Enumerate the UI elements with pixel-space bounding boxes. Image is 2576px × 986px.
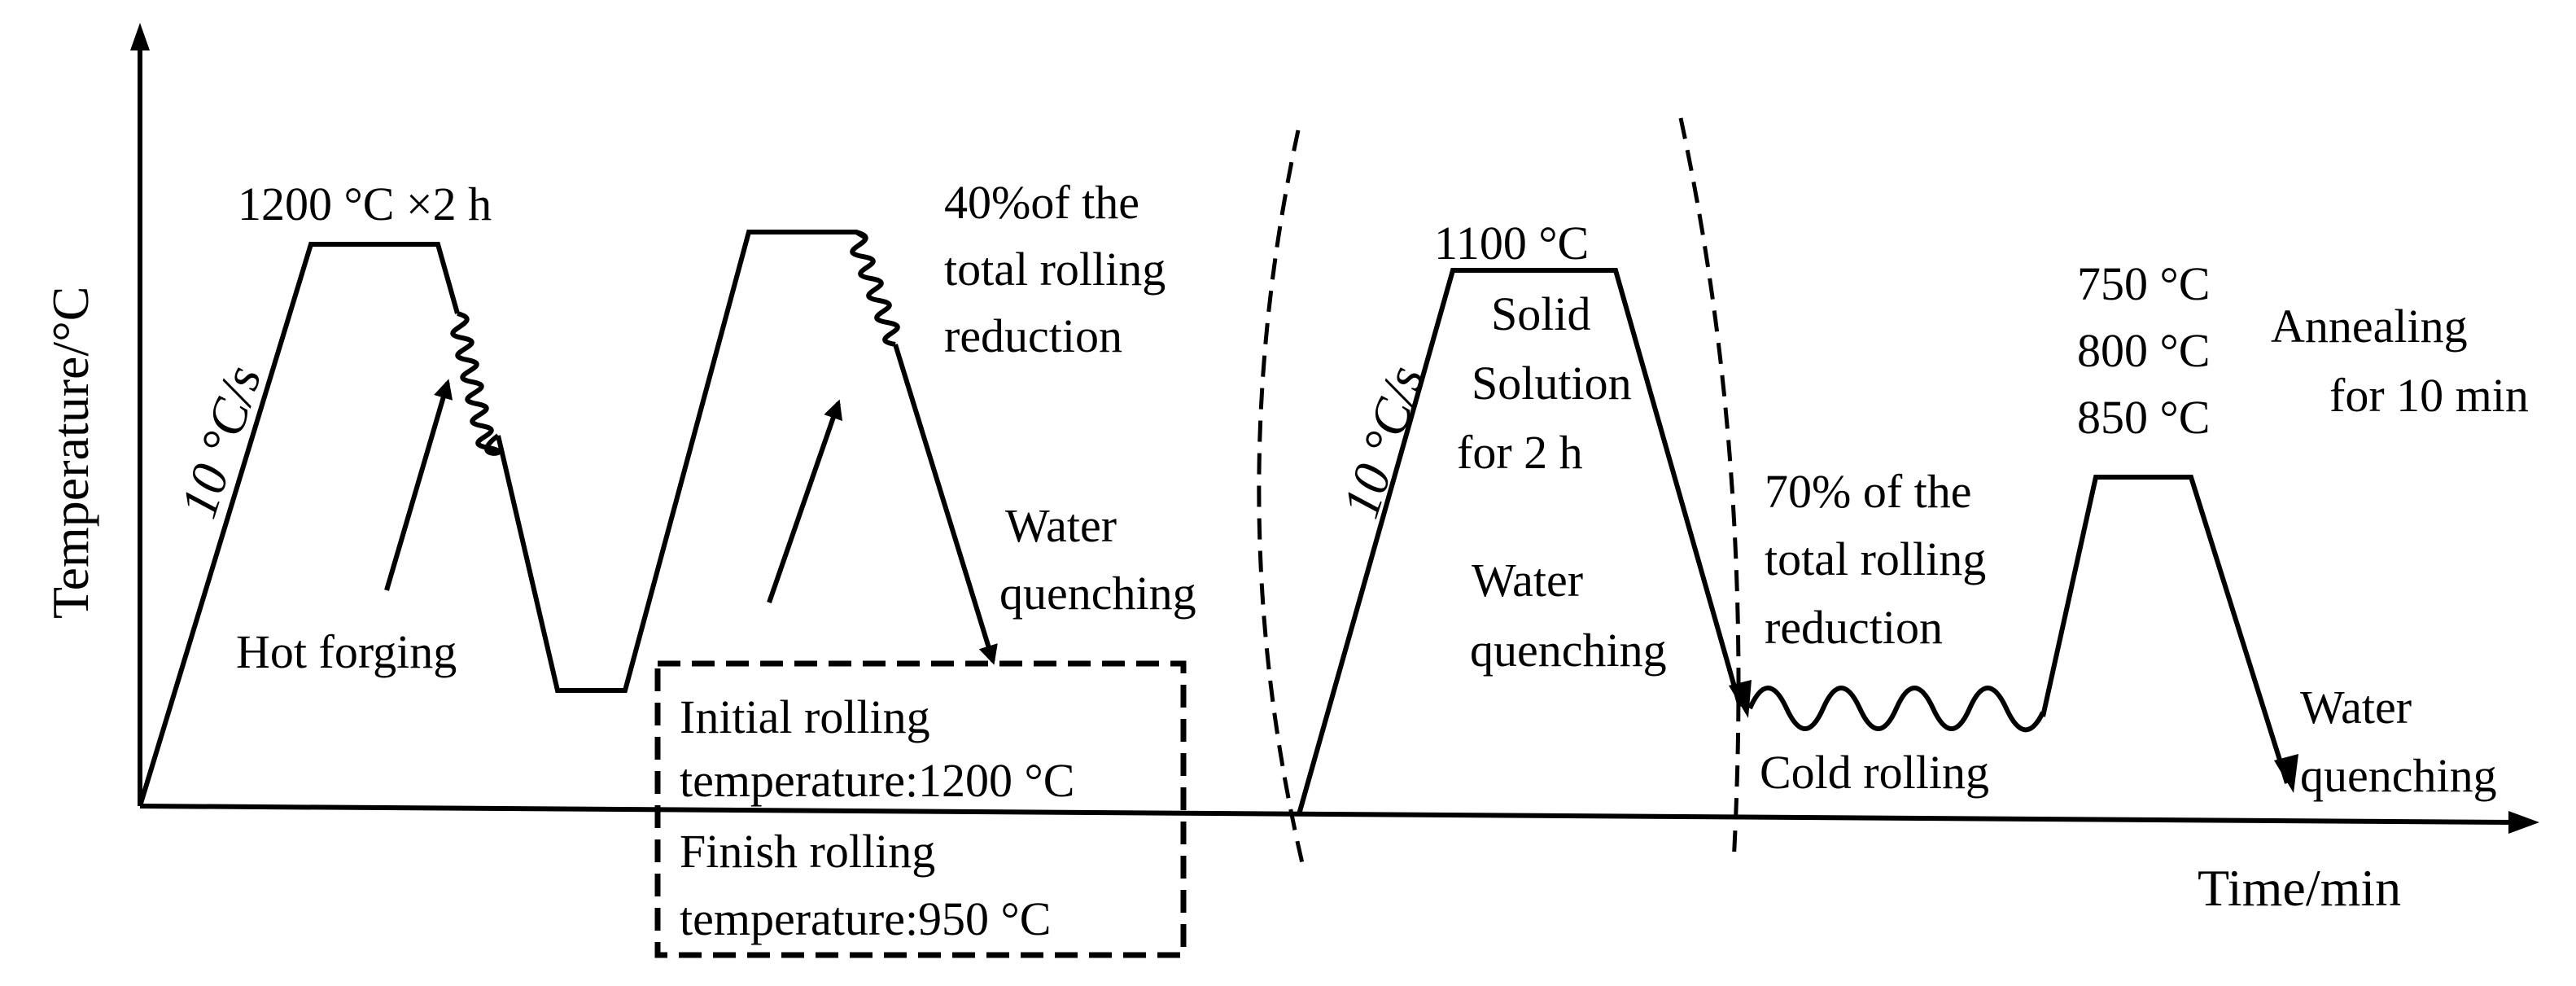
quench-label-1b: quenching [999, 567, 1196, 620]
quench-label-2a: Water [1472, 554, 1583, 607]
rolling-temperature-box [654, 660, 1187, 958]
water-quench-line-1 [893, 344, 998, 665]
hot-forging-wave [450, 311, 501, 456]
box-line-1: Initial rolling [680, 690, 930, 743]
rolling-wave-1 [850, 230, 900, 347]
reduction3-line-1: 70% of the [1765, 465, 1972, 518]
heating-ramp-2 [1297, 268, 1743, 815]
reduction3-line-3: reduction [1765, 601, 1943, 654]
box-line-2: temperature:1200 °C [680, 754, 1074, 807]
water-quench-arrowhead-2 [1729, 680, 1752, 718]
box-line-4: temperature:950 °C [680, 892, 1051, 945]
anneal-note-2: for 10 min [2329, 369, 2529, 422]
anneal-temp-1: 750 °C [2077, 257, 2210, 310]
reduction3-line-2: total rolling [1765, 532, 1986, 585]
hold-temp-2: 1100 °C [1434, 217, 1589, 270]
separator-2 [1678, 117, 1741, 864]
heating-rate-2: 10 °C/s [1332, 359, 1435, 525]
reduction-line-1: 40%of the [944, 176, 1139, 229]
quench-label-1a: Water [1005, 499, 1117, 552]
quench-label-2b: quenching [1470, 624, 1667, 677]
y-axis-label: Temperature/°C [42, 287, 99, 620]
anneal-temp-3: 850 °C [2077, 391, 2210, 444]
reduction-line-3: reduction [944, 309, 1122, 362]
hot-forging-label: Hot forging [236, 625, 457, 678]
x-axis-arrowhead [2508, 811, 2539, 834]
hot-forging-arrow-2 [767, 399, 843, 603]
hot-forging-arrow-1 [384, 379, 453, 591]
hold-label-1: 1200 °C ×2 h [238, 177, 492, 230]
anneal-temp-2: 800 °C [2077, 324, 2210, 377]
solution-line-1: Solid [1491, 287, 1591, 340]
x-axis-label: Time/min [2198, 859, 2401, 917]
quench-label-3a: Water [2300, 681, 2412, 734]
heating-ramp-1 [138, 242, 460, 807]
solution-line-3: for 2 h [1457, 426, 1583, 479]
annealing-profile [2040, 475, 2290, 784]
anneal-note-1: Annealing [2271, 300, 2468, 353]
quench-label-3b: quenching [2300, 749, 2497, 802]
reduction-line-2: total rolling [944, 243, 1166, 296]
box-line-3: Finish rolling [680, 825, 935, 878]
water-quench-arrowhead-3 [2274, 754, 2298, 793]
separator-1 [1257, 129, 1305, 864]
heating-rate-1: 10 °C/s [169, 359, 273, 525]
forging-cooling [496, 230, 868, 693]
x-axis [139, 804, 2516, 825]
cold-rolling-label: Cold rolling [1760, 746, 1989, 799]
y-axis-arrowhead [130, 23, 150, 50]
solution-line-2: Solution [1472, 357, 1632, 410]
cold-rolling-wave [1747, 686, 2045, 733]
